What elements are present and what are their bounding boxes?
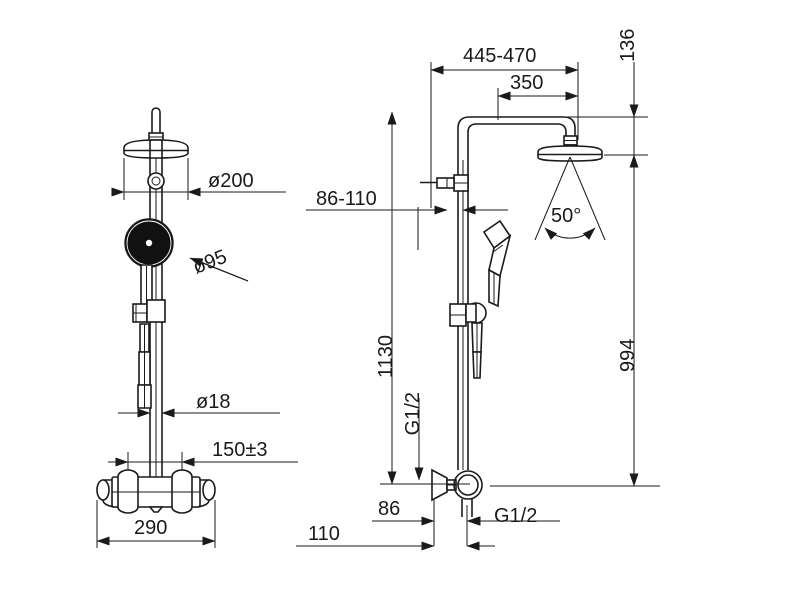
shower-hose-left-view	[137, 323, 152, 409]
dim-diameter-18: ø18	[118, 391, 280, 418]
dim-arm-reach-range: 445-470	[430, 45, 579, 208]
front-view-right: 50°	[296, 29, 660, 551]
thermostatic-mixer-body-left	[96, 469, 216, 514]
dim-overall-height-994: 994	[490, 169, 660, 487]
dim-label-86-110: 86-110	[316, 188, 377, 210]
dim-wall-inlet-86-110: 86-110	[306, 188, 508, 250]
dim-label-445-470: 445-470	[463, 45, 536, 67]
dim-label-994: 994	[617, 339, 639, 372]
dim-label-diameter-200: ø200	[208, 170, 254, 192]
dim-label-spray-angle-50: 50°	[551, 205, 581, 227]
dim-mixer-width-290: 290	[96, 500, 216, 548]
wall-inlet-fitting-upper	[420, 174, 469, 192]
dim-label-150: 150±3	[212, 439, 267, 461]
head-shower-disc-front	[537, 145, 603, 162]
dim-base-86: 86	[372, 498, 495, 546]
head-shower-disc	[123, 139, 189, 159]
side-view-left: ø200 ø95 ø18 150±3	[96, 107, 298, 548]
slider-bracket	[132, 299, 166, 323]
hand-shower-head	[124, 218, 174, 268]
shower-hose-front-view	[471, 322, 483, 379]
hand-shower-front-view	[482, 219, 512, 308]
dim-label-1130: 1130	[375, 335, 397, 378]
pipe-ring-bracket	[147, 172, 165, 190]
dim-label-136: 136	[617, 29, 639, 62]
dim-label-350: 350	[510, 72, 543, 94]
dim-label-86: 86	[378, 498, 400, 520]
spray-cone: 50°	[534, 156, 606, 241]
mixer-valve-body-front	[431, 468, 483, 517]
dim-diameter-200: ø200	[111, 158, 286, 200]
label-g12-bottom: G1/2	[494, 505, 537, 527]
dim-label-110: 110	[308, 523, 340, 545]
label-g12-top: G1/2	[402, 392, 424, 435]
dim-base-110: 110	[296, 523, 495, 551]
dim-rail-height-1130: 1130	[375, 111, 470, 485]
dim-arm-reach-350: 350	[497, 72, 579, 120]
dim-label-diameter-18: ø18	[196, 391, 230, 413]
dim-handle-spacing-150: 150±3	[108, 439, 298, 470]
head-shower-stem	[148, 107, 164, 141]
dim-head-offset-136: 136	[556, 29, 648, 169]
hand-shower-handle	[140, 264, 153, 306]
dim-label-290: 290	[134, 517, 167, 539]
note-thread-g12-top: G1/2	[402, 392, 424, 481]
shower-arm	[457, 116, 576, 160]
